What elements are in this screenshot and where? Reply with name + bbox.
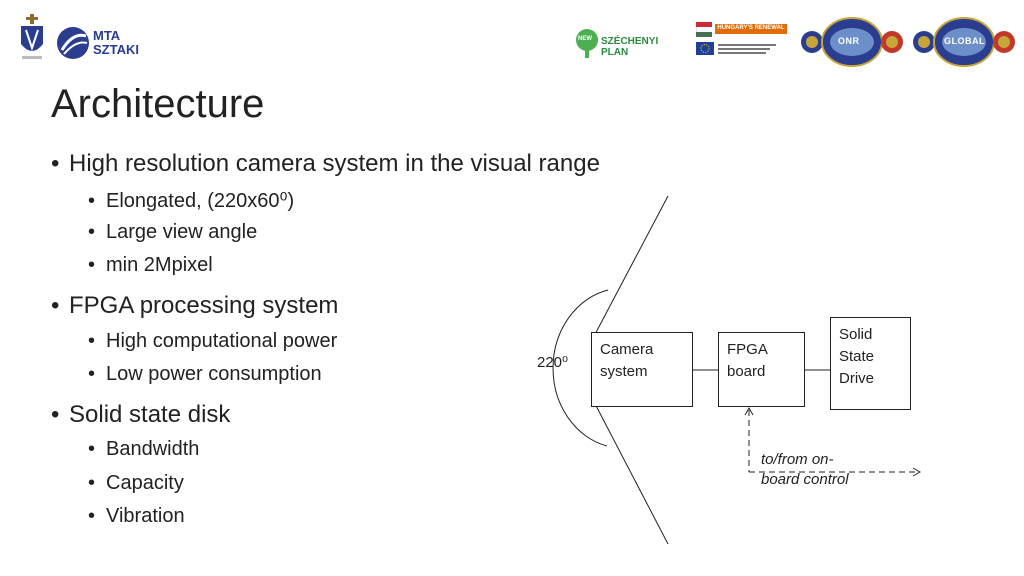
camera-system-box: Camera system	[591, 332, 693, 407]
bullet-dot: •	[88, 438, 96, 460]
sub-bullet-text: Vibration	[106, 505, 185, 527]
fov-lower-line	[591, 397, 669, 545]
camera-system-label: Camera system	[600, 341, 654, 380]
bullet-1-text: High resolution camera system in the vis…	[69, 150, 600, 177]
bullet-dot: •	[51, 401, 60, 428]
szechenyi-plan-logo: NEW SZÉCHENYI PLAN	[575, 28, 685, 58]
bullet-dot: •	[88, 505, 96, 527]
bullet-dot: •	[51, 292, 60, 319]
bullet-dot: •	[51, 150, 60, 177]
sub-bullet: • Elongated, (220x60⁰)	[88, 188, 294, 213]
onr-global-seal-logo: GLOBAL	[912, 16, 1016, 68]
fpga-board-box: FPGA board	[718, 332, 805, 407]
bullet-dot: •	[88, 472, 96, 494]
solid-state-drive-box: Solid State Drive	[830, 317, 911, 410]
control-note: to/from on- board control	[761, 451, 849, 488]
slide-title: Architecture	[51, 82, 265, 126]
control-arrowhead-up	[744, 406, 754, 416]
sub-bullet-text: Bandwidth	[106, 438, 200, 460]
onr-seal-text: ONR	[838, 36, 860, 46]
bullet-dot: •	[88, 363, 96, 385]
bullet-1: • High resolution camera system in the vi…	[51, 150, 600, 178]
sub-bullet: • Large view angle	[88, 221, 257, 244]
mta-logo-text-line2: SZTAKI	[93, 42, 139, 57]
sub-bullet: • Low power consumption	[88, 363, 322, 386]
bullet-dot: •	[88, 254, 96, 276]
bullet-dot: •	[88, 190, 96, 212]
mta-logo-text-line1: MTA	[93, 28, 121, 43]
control-arrowhead-right	[912, 467, 922, 477]
sub-bullet-text: Capacity	[106, 472, 184, 494]
bullet-3: • Solid state disk	[51, 401, 230, 429]
sub-bullet-text: Large view angle	[106, 221, 258, 243]
fpga-board-label: FPGA board	[727, 341, 768, 380]
sub-bullet: • High computational power	[88, 330, 337, 353]
bullet-dot: •	[88, 221, 96, 243]
sub-bullet: • Bandwidth	[88, 438, 199, 461]
fov-angle-arc	[552, 289, 609, 447]
szechenyi-badge: NEW	[578, 36, 592, 42]
hungary-renewal-banner: HUNGARY'S RENEWAL	[715, 24, 787, 34]
bullet-2: • FPGA processing system	[51, 292, 338, 320]
sub-bullet-text: Low power consumption	[106, 363, 322, 385]
sub-bullet-text: Elongated, (220x60⁰)	[106, 190, 295, 212]
sub-bullet-text: High computational power	[106, 330, 338, 352]
bullet-dot: •	[88, 330, 96, 352]
sub-bullet: • min 2Mpixel	[88, 254, 213, 277]
solid-state-drive-label: Solid State Drive	[839, 326, 875, 387]
mta-sztaki-logo: MTA SZTAKI	[56, 26, 146, 60]
bullet-2-text: FPGA processing system	[69, 292, 339, 319]
sub-bullet-text: min 2Mpixel	[106, 254, 213, 276]
onr-seal-logo: ONR	[800, 16, 904, 68]
university-crest-logo	[18, 14, 46, 62]
sub-bullet: • Vibration	[88, 505, 185, 528]
bullet-3-text: Solid state disk	[69, 401, 231, 428]
eu-flag-icon	[696, 42, 714, 55]
szechenyi-text: SZÉCHENYI PLAN	[601, 36, 659, 58]
hungary-renewal-logo: HUNGARY'S RENEWAL	[696, 22, 788, 62]
global-seal-text: GLOBAL	[944, 36, 985, 46]
sub-bullet: • Capacity	[88, 472, 184, 495]
fov-angle-label: 220⁰	[537, 354, 569, 371]
fov-upper-line	[591, 195, 669, 341]
